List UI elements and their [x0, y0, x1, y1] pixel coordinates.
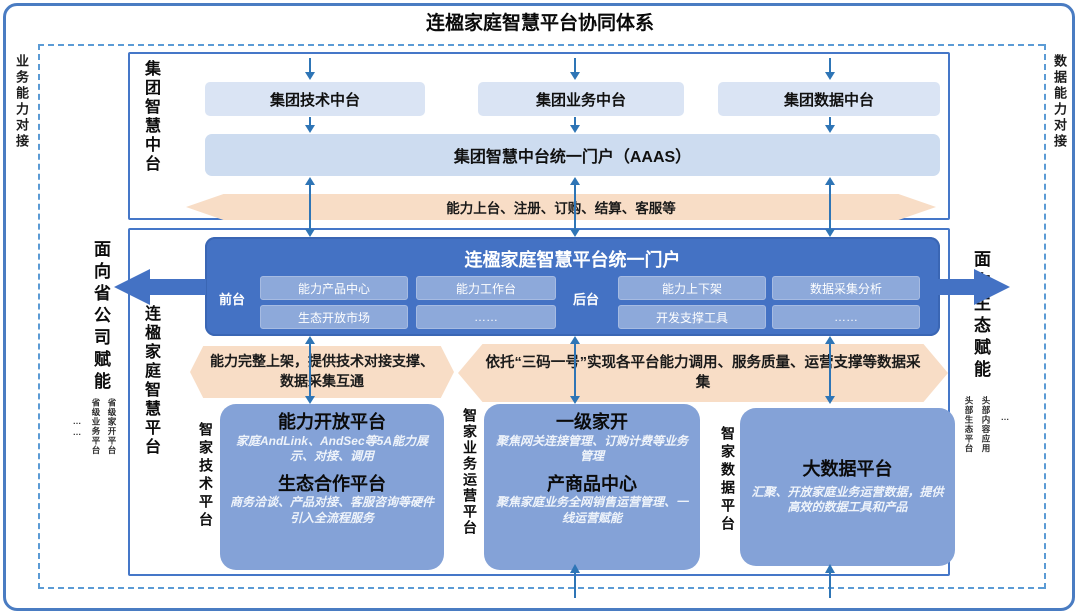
platform2-box: 一级家开 聚焦网关连接管理、订购计费等业务管理 产商品中心 聚焦家庭业务全网销售…: [484, 404, 700, 570]
diagram-title: 连楹家庭智慧平台协同体系: [425, 13, 654, 34]
group-portal-bar: 集团智慧中台统一门户（AAAS）: [205, 134, 940, 176]
platform1-section2-desc: 商务洽谈、产品对接、客服咨询等硬件引入全流程服务: [230, 495, 435, 525]
platform-section-label: 连楹家庭智慧平台: [142, 305, 159, 457]
group-business-box: 集团业务中台: [478, 82, 684, 116]
platform2-side-label: 智家业务运营平台: [462, 408, 478, 536]
outer-frame: [3, 3, 1075, 611]
platform2-section2-title: 产商品中心: [547, 473, 637, 494]
flow-band-left: 能力完整上架，提供技术对接支撑、数据采集互通: [190, 346, 454, 398]
left-edge-label: 业务能力对接: [14, 54, 29, 150]
unified-portal-title: 连楹家庭智慧平台统一门户: [464, 250, 681, 270]
left-empower-sub-1: 省级家开平台: [107, 398, 117, 455]
portal-module: 数据采集分析: [772, 276, 920, 300]
platform3-section1-title: 大数据平台: [802, 459, 893, 480]
dashed-left-line: [38, 44, 40, 589]
platform1-side-label: 智家技术平台: [198, 422, 214, 530]
portal-module: 能力工作台: [416, 276, 556, 300]
portal-module: ……: [772, 305, 920, 329]
dashed-right-line: [1044, 44, 1046, 589]
portal-module: ……: [416, 305, 556, 329]
dashed-top-line: [38, 44, 1044, 46]
right-empower-sub-more: …: [1000, 412, 1010, 423]
left-empower-label: 面向省公司赋能: [91, 240, 110, 394]
right-edge-label: 数据能力对接: [1052, 54, 1067, 150]
front-stage-label: 前台: [218, 292, 245, 307]
platform3-side-label: 智家数据平台: [720, 426, 736, 534]
platform1-section2-title: 生态合作平台: [278, 473, 386, 494]
left-empower-sub-more: ……: [72, 416, 82, 438]
group-tech-box: 集团技术中台: [205, 82, 425, 116]
platform2-section1-desc: 聚焦网关连接管理、订购计费等业务管理: [495, 433, 688, 464]
right-empower-sub-1: 头部内容应用: [981, 396, 991, 453]
platform2-section2-desc: 聚焦家庭业务全网销售运营管理、一线运营赋能: [495, 495, 688, 525]
right-empower-sub-2: 头部生态平台: [964, 396, 974, 453]
platform2-section1-title: 一级家开: [556, 412, 628, 432]
portal-module: 开发支撑工具: [618, 305, 766, 329]
platform1-section1-desc: 家庭AndLink、AndSec等5A能力展示、对接、调用: [235, 433, 428, 464]
left-empower-sub-2: 省级业务平台: [91, 398, 101, 455]
flow-band-top: 能力上台、注册、订购、结算、客服等: [186, 194, 936, 220]
back-stage-label: 后台: [572, 292, 599, 307]
flow-band-right: 依托“三码一号”实现各平台能力调用、服务质量、运营支撑等数据采集: [458, 344, 948, 402]
group-section-label: 集团智慧中台: [142, 60, 159, 174]
platform1-box: 能力开放平台 家庭AndLink、AndSec等5A能力展示、对接、调用 生态合…: [220, 404, 444, 570]
platform1-section1-title: 能力开放平台: [278, 412, 386, 432]
platform3-section1-desc: 汇聚、开放家庭业务运营数据，提供高效的数据工具和产品: [751, 484, 944, 515]
portal-module: 能力上下架: [618, 276, 766, 300]
portal-module: 能力产品中心: [260, 276, 408, 300]
platform3-box: 大数据平台 汇聚、开放家庭业务运营数据，提供高效的数据工具和产品: [740, 408, 955, 566]
right-empower-label: 面向生态赋能: [971, 250, 990, 382]
portal-module: 生态开放市场: [260, 305, 408, 329]
dashed-bottom-line: [38, 587, 1044, 589]
group-data-box: 集团数据中台: [718, 82, 940, 116]
